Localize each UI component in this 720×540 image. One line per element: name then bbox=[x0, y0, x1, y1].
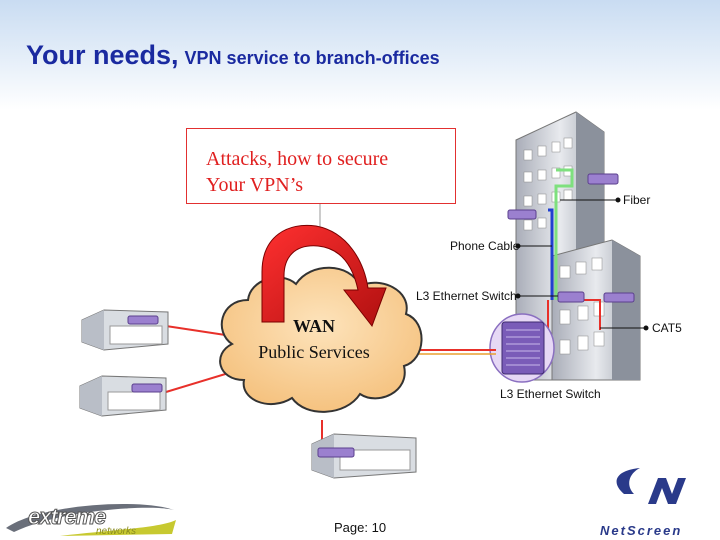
callout-line-2: Your VPN’s bbox=[206, 174, 304, 196]
label-phone-cable: Phone Cable bbox=[450, 239, 520, 253]
branch-office-3 bbox=[311, 433, 417, 479]
label-l3-switch-top: L3 Ethernet Switch bbox=[416, 289, 517, 303]
netscreen-emblem bbox=[616, 468, 686, 504]
callout-box bbox=[186, 128, 456, 204]
extreme-logo-word: extreme bbox=[27, 504, 106, 530]
switch-top-building bbox=[507, 173, 635, 303]
page-number: Page: 10 bbox=[334, 520, 387, 535]
attack-arrow bbox=[261, 224, 387, 328]
fiber-cable bbox=[554, 168, 574, 300]
callout-text: Attacks, how to secure Your VPN’s bbox=[206, 146, 388, 198]
wan-link-branch-2 bbox=[165, 371, 233, 393]
wan-label-line-1: WAN bbox=[292, 316, 335, 336]
wan-label: WAN Public Services bbox=[226, 313, 402, 365]
phone-cable bbox=[548, 208, 554, 300]
wan-label-line-2: Public Services bbox=[258, 342, 370, 362]
branch-office-1 bbox=[81, 309, 169, 351]
l3-ethernet-switch-chassis bbox=[489, 313, 555, 383]
header-band bbox=[0, 0, 720, 110]
wan-link-branch-1 bbox=[165, 325, 233, 337]
netscreen-logo-text: NetScreen bbox=[600, 523, 683, 538]
label-fiber: Fiber bbox=[623, 193, 651, 207]
page-title: Your needs,VPN service to branch-offices bbox=[26, 40, 440, 71]
title-main: Your needs, bbox=[26, 40, 179, 70]
branch-office-2 bbox=[79, 375, 167, 417]
callout-line-1: Attacks, how to secure bbox=[206, 148, 389, 170]
title-sub: VPN service to branch-offices bbox=[184, 48, 440, 68]
extreme-logo-sub: networks bbox=[96, 526, 137, 537]
extreme-logo-swoosh bbox=[6, 504, 176, 536]
label-cat5: CAT5 bbox=[652, 321, 682, 335]
label-l3-switch-bottom: L3 Ethernet Switch bbox=[500, 387, 601, 401]
